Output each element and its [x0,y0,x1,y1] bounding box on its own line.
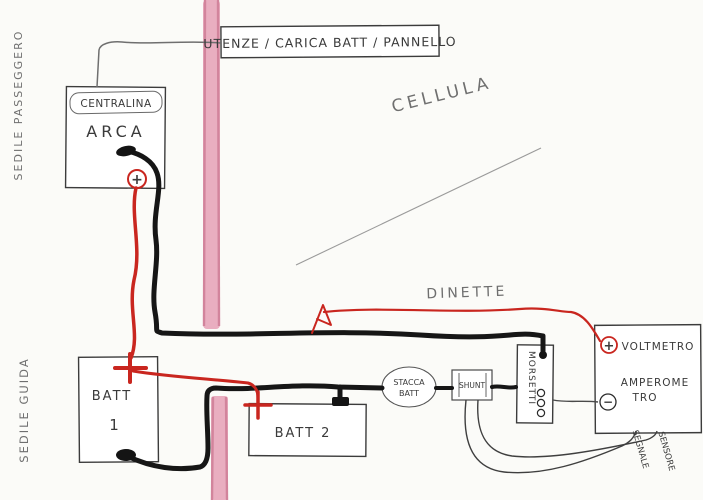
battery-disconnect-ellipse [381,366,437,408]
battery1-number-label: 1 [109,416,119,434]
wire-shunt-sensor [477,399,658,458]
wall-band-upper-left-edge [202,0,207,327]
wall-band-lower-right-edge [224,396,229,500]
wall-band-upper-right-edge [216,0,221,327]
battery1-negative-terminal [116,449,136,461]
controller-positive-terminal-circle [127,169,147,189]
voltmeter-positive-terminal-circle [600,336,618,354]
wire-sense-to-voltmeter-positive [322,307,602,343]
battery2-negative-terminal [332,397,349,406]
wire-sense-squiggle [311,304,332,334]
wire-shunt-to-terminalblock [490,384,518,390]
wire-controller-to-terminalblock [124,148,546,356]
controller-name-label: CENTRALINA [80,98,152,110]
controller-brand-label: ARCA [86,122,145,141]
terminal-block-label: MORSETTI [526,351,536,405]
battery1-box [77,355,160,464]
wire-controller-to-battery1-positive [129,186,139,360]
red-positive-wires [113,169,618,420]
camper-wall [202,0,229,500]
battery1-word-label: BATT [92,389,132,404]
terminal-contact-1 [536,388,546,398]
disconnect-label-2: BATT [399,389,419,398]
meter-negative-terminal-circle [599,393,617,411]
shunt-terminal-marks [458,373,487,397]
battery2-box [248,402,367,458]
dinette-label: DINETTE [426,284,507,303]
black-power-wires [124,148,546,472]
meter-minus-sign: − [603,395,613,409]
voltmeter-plus-sign: + [604,339,615,354]
terminalblock-wire-end [539,351,547,359]
wall-band-lower [211,396,228,500]
wire-battery-bus [124,383,385,472]
seat-passenger-label: SEDILE PASSEGGERO [12,30,25,181]
black-terminals [116,145,547,461]
wall-band-lower-left-edge [210,396,215,500]
disconnect-label-1: STACCA [393,378,425,387]
ammeter-label-1: AMPEROME [621,377,689,389]
wire-terminalblock-to-meter [552,399,599,403]
wire-utilities-to-controller [96,41,222,88]
voltmeter-label: VOLTMETRO [622,341,695,353]
controller-plus-sign: + [131,172,143,188]
wall-band-upper [203,0,220,329]
thin-wires [96,41,658,474]
pencil-divider-line [295,147,542,266]
battery2-label: BATT 2 [275,426,332,441]
ammeter-label-2: TRO [632,392,658,404]
terminal-block-contacts [536,388,546,418]
terminal-contact-2 [536,398,546,408]
component-boxes [64,24,703,464]
seat-driver-label: SEDILE GUIDA [17,357,31,462]
controller-negative-terminal [116,145,136,157]
utilities-label: UTENZE / CARICA BATT / PANNELLO [203,34,456,51]
terminal-contact-3 [536,408,546,418]
shunt-label: SHUNT [459,381,486,390]
controller-name-bubble [69,90,163,115]
meter-box [593,323,703,435]
wire-shunt-signal [464,399,637,474]
